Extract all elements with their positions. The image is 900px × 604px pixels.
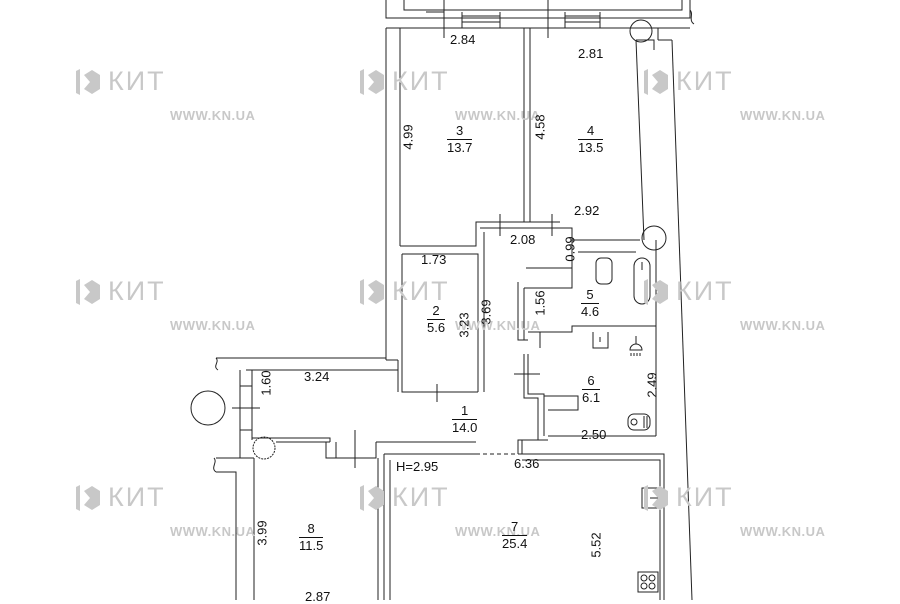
dim-corridor-length: 3.69 [478, 299, 494, 325]
watermark-brand: КИТ [676, 276, 734, 306]
room-2-label: 2 5.6 [427, 304, 446, 335]
room-number: 2 [427, 304, 446, 320]
watermark-logo: КИТ [72, 66, 166, 97]
dim-room4-length: 4.58 [532, 114, 548, 140]
room-1-label: 1 14.0 [452, 404, 478, 435]
dim-room7-length: 5.52 [588, 532, 604, 558]
dim-room5-depth: 1.56 [532, 290, 548, 316]
kit-logo-icon [644, 484, 668, 511]
watermark-brand: КИТ [108, 66, 166, 96]
watermark-url: WWW.KN.UA [170, 524, 256, 539]
dim-hall-length: 3.24 [304, 369, 330, 384]
watermark-logo: КИТ [356, 276, 450, 307]
watermark-url: WWW.KN.UA [740, 108, 826, 123]
room-number: 5 [581, 288, 600, 304]
room-number: 7 [502, 520, 528, 536]
watermark-logo: КИТ [640, 276, 734, 307]
watermark-url: WWW.KN.UA [170, 108, 256, 123]
dim-room6-length: 2.49 [644, 372, 660, 398]
room-3-label: 3 13.7 [447, 124, 473, 155]
room-number: 1 [452, 404, 478, 420]
watermark-logo: КИТ [640, 482, 734, 513]
room-area: 11.5 [299, 538, 324, 553]
watermark-brand: КИТ [676, 482, 734, 512]
room-area: 6.1 [582, 390, 601, 405]
room-number: 4 [578, 124, 604, 140]
dim-room2-length: 3.23 [456, 312, 472, 338]
room-number: 6 [582, 374, 601, 390]
room-area: 13.5 [578, 140, 604, 155]
room-area: 5.6 [427, 320, 446, 335]
room-4-label: 4 13.5 [578, 124, 604, 155]
kit-logo-icon [76, 278, 100, 305]
dim-room3-width: 2.84 [450, 32, 476, 47]
watermark-logo: КИТ [356, 482, 450, 513]
dim-room7-width: 6.36 [514, 456, 540, 471]
room-7-label: 7 25.4 [502, 520, 528, 551]
watermark-logo: КИТ [640, 66, 734, 97]
watermark-brand: КИТ [392, 66, 450, 96]
dim-hall-width: 1.60 [258, 370, 274, 396]
kit-logo-icon [644, 278, 668, 305]
dim-room8-width: 2.87 [305, 589, 331, 604]
room-area: 4.6 [581, 304, 600, 319]
watermark-logo: КИТ [72, 482, 166, 513]
room-6-label: 6 6.1 [582, 374, 601, 405]
watermark-logo: КИТ [356, 66, 450, 97]
watermark-brand: КИТ [676, 66, 734, 96]
kit-logo-icon [360, 68, 384, 95]
room-area: 25.4 [502, 536, 528, 551]
kit-logo-icon [76, 68, 100, 95]
dim-room4-width-bottom: 2.92 [574, 203, 600, 218]
kit-logo-icon [76, 484, 100, 511]
room-area: 13.7 [447, 140, 473, 155]
room-5-label: 5 4.6 [581, 288, 600, 319]
room-number: 8 [299, 522, 324, 538]
kit-logo-icon [360, 278, 384, 305]
dim-room2-width: 1.73 [421, 252, 447, 267]
watermark-brand: КИТ [108, 276, 166, 306]
room-area: 14.0 [452, 420, 478, 435]
dim-corridor-step: 0.99 [562, 236, 578, 262]
watermark-logo: КИТ [72, 276, 166, 307]
watermark-brand: КИТ [108, 482, 166, 512]
room-number: 3 [447, 124, 473, 140]
watermark-url: WWW.KN.UA [170, 318, 256, 333]
watermark-brand: КИТ [392, 276, 450, 306]
dim-room6-width: 2.50 [581, 427, 607, 442]
kit-logo-icon [644, 68, 668, 95]
watermark-url: WWW.KN.UA [455, 108, 541, 123]
watermark-brand: КИТ [392, 482, 450, 512]
dim-room4-width-top: 2.81 [578, 46, 604, 61]
watermark-url: WWW.KN.UA [740, 318, 826, 333]
ceiling-height: H=2.95 [396, 459, 439, 474]
room-8-label: 8 11.5 [299, 522, 324, 553]
watermark-url: WWW.KN.UA [455, 318, 541, 333]
dim-room8-length: 3.99 [254, 520, 270, 546]
watermark-url: WWW.KN.UA [455, 524, 541, 539]
dim-corridor-width: 2.08 [510, 232, 536, 247]
watermark-url: WWW.KN.UA [740, 524, 826, 539]
dim-room3-length: 4.99 [400, 124, 416, 150]
kit-logo-icon [360, 484, 384, 511]
